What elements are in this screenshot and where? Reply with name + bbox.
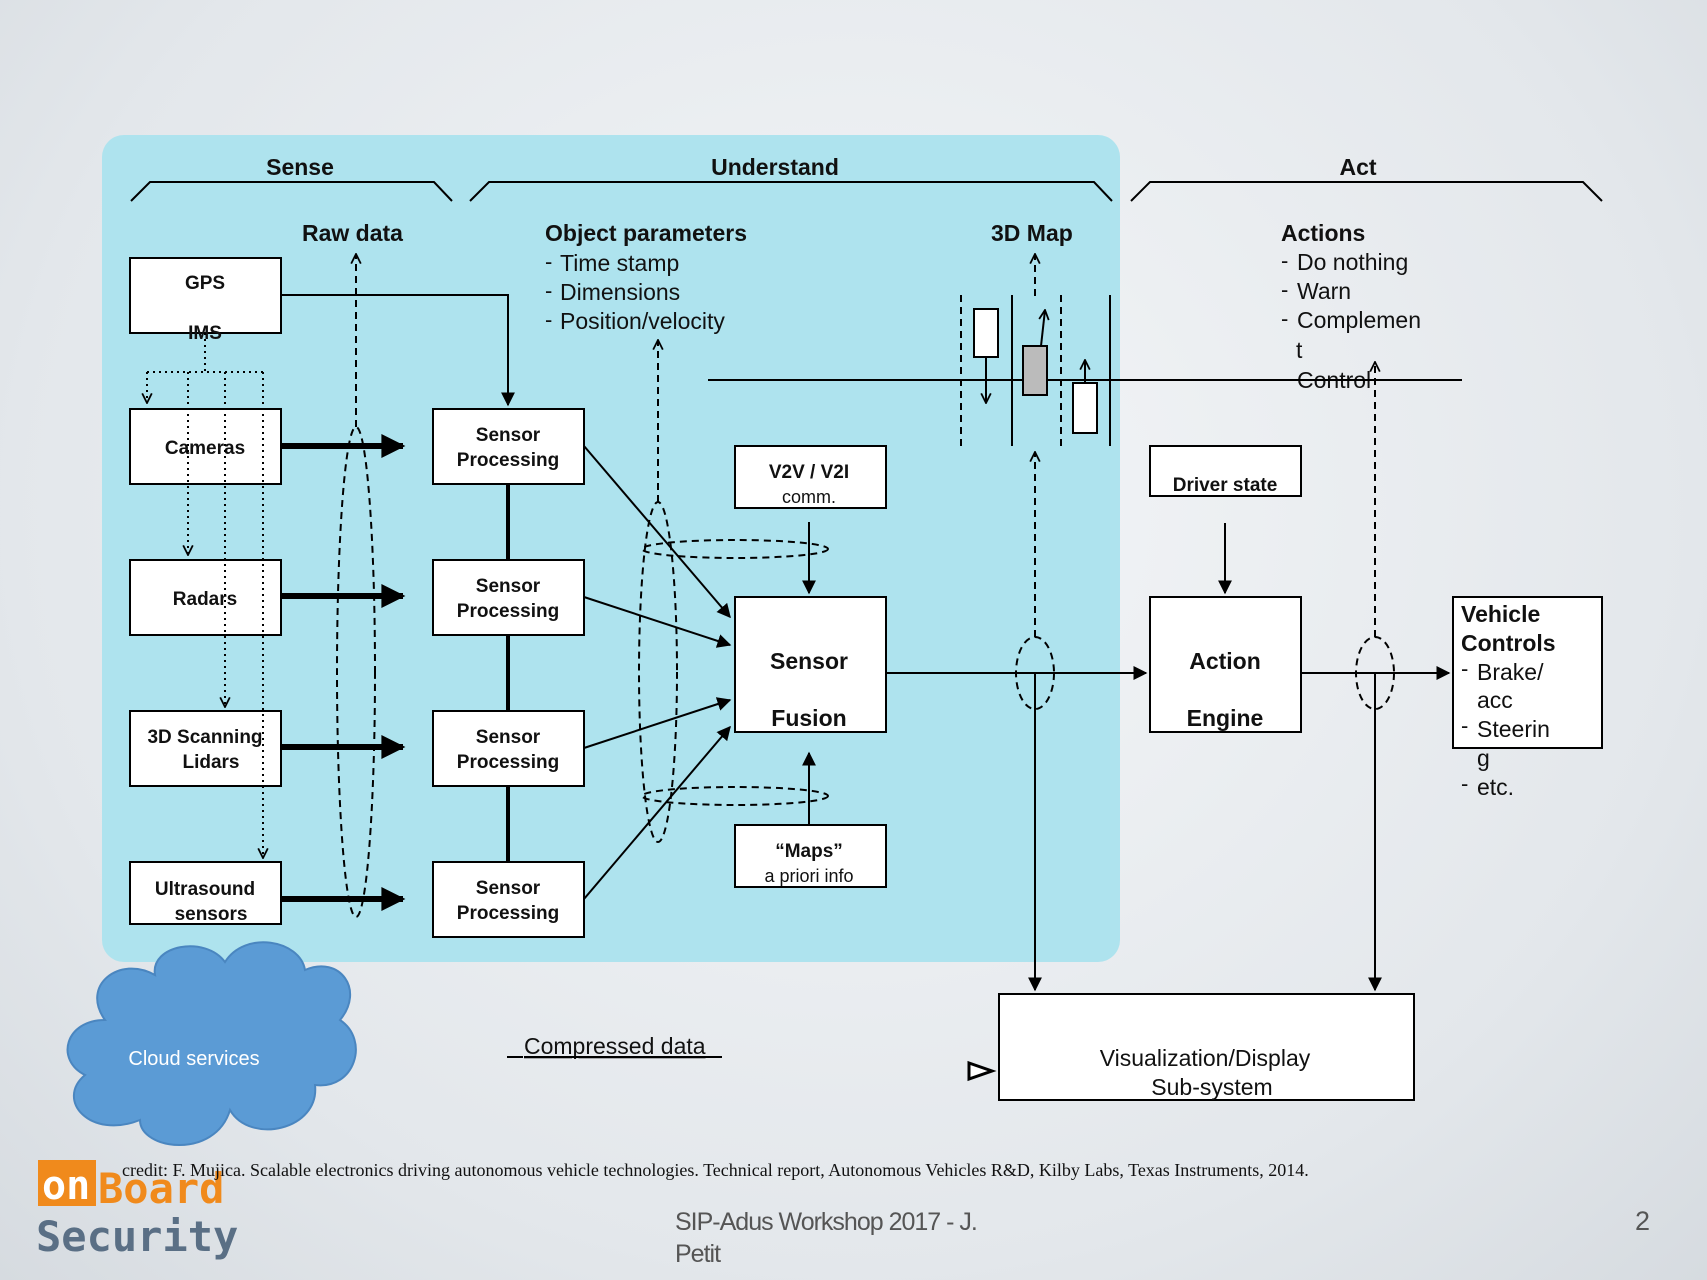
svg-text:t: t (1296, 337, 1303, 363)
svg-text:Fusion: Fusion (771, 705, 846, 731)
svg-text:Lidars: Lidars (182, 752, 239, 773)
svg-text:-: - (1281, 366, 1288, 391)
actions-title: Actions (1281, 220, 1365, 246)
svg-text:-: - (545, 278, 552, 303)
object-params-tap (638, 340, 829, 843)
svg-text:Controls: Controls (1461, 630, 1556, 656)
sensor-processing-1: Sensor Processing (432, 408, 585, 485)
svg-text:Radars: Radars (173, 589, 237, 610)
svg-text:-: - (1281, 306, 1288, 331)
svg-text:Dimensions: Dimensions (560, 279, 680, 305)
svg-text:Sensor: Sensor (476, 878, 541, 899)
visualization-box: Visualization/Display Sub-system (998, 993, 1415, 1101)
svg-text:Driver state: Driver state (1173, 475, 1278, 496)
svg-text:Time stamp: Time stamp (560, 250, 679, 276)
svg-text:GPS: GPS (185, 273, 225, 294)
svg-text:acc: acc (1477, 687, 1513, 713)
svg-text:Complemen: Complemen (1297, 307, 1421, 333)
svg-text:Processing: Processing (457, 450, 559, 471)
svg-text:Steerin: Steerin (1477, 716, 1550, 742)
visualization-input-arrowhead (967, 1060, 997, 1082)
svg-text:Ultrasound: Ultrasound (155, 879, 255, 900)
compressed-data-label: Compressed data (507, 1033, 722, 1059)
sensor-processing-2: Sensor Processing (432, 559, 585, 636)
v2v-box: V2V / V2I comm. (734, 445, 887, 509)
lidars-box: 3D Scanning Lidars (129, 710, 282, 787)
gps-ims-box: GPS IMS (129, 257, 282, 344)
svg-text:-: - (1461, 771, 1468, 796)
svg-text:“Maps”: “Maps” (775, 841, 843, 862)
phase-understand: Understand (711, 154, 839, 180)
sensor-processing-4: Sensor Processing (432, 861, 585, 938)
svg-text:Visualization/Display: Visualization/Display (1100, 1045, 1311, 1071)
sensor-to-processing-arrows (281, 434, 406, 911)
svg-text:-: - (1461, 713, 1468, 738)
footer-title: SIP-Adus Workshop 2017 - J. Petit (675, 1208, 978, 1268)
sensor-fusion-box: Sensor Fusion (734, 596, 887, 733)
raw-data-tap (336, 254, 376, 918)
svg-text:Compressed data: Compressed data (524, 1033, 706, 1059)
phase-brackets (130, 181, 1603, 202)
svg-text:Sensor: Sensor (476, 727, 541, 748)
object-parameters-title: Object parameters (545, 220, 747, 246)
sensor-processing-3: Sensor Processing (432, 710, 585, 787)
vehicle-controls-box: Vehicle Controls - Brake/ acc - Steerin … (1452, 596, 1603, 800)
phase-sense: Sense (266, 154, 334, 180)
cloud-services-label: Cloud services (128, 1048, 259, 1070)
svg-text:V2V / V2I: V2V / V2I (769, 462, 849, 483)
svg-text:Vehicle: Vehicle (1461, 601, 1540, 627)
object-parameters-list: - Time stamp - Dimensions - Position/vel… (545, 249, 725, 334)
raw-data-label: Raw data (302, 220, 403, 246)
svg-text:-: - (545, 249, 552, 274)
svg-text:Action: Action (1189, 648, 1261, 674)
map-3d-tap (1015, 254, 1055, 710)
svg-text:Sub-system: Sub-system (1151, 1074, 1272, 1100)
svg-text:-: - (545, 307, 552, 332)
svg-text:Engine: Engine (1187, 705, 1264, 731)
svg-text:Sensor: Sensor (476, 425, 541, 446)
driver-state-box: Driver state (1149, 445, 1302, 497)
svg-text:Sensor: Sensor (770, 648, 848, 674)
map-3d-illustration (708, 295, 1462, 446)
ultrasound-box: Ultrasound sensors (129, 861, 282, 925)
page-number: 2 (1635, 1206, 1651, 1236)
svg-text:g: g (1477, 745, 1490, 771)
credit-line: credit: F. Mujica. Scalable electronics … (122, 1160, 1309, 1180)
svg-text:Warn: Warn (1297, 278, 1351, 304)
onboard-security-logo: on Board Security (36, 1160, 238, 1261)
svg-text:-: - (1461, 656, 1468, 681)
svg-text:-: - (1281, 277, 1288, 302)
svg-text:Security: Security (36, 1212, 238, 1261)
svg-text:Sensor: Sensor (476, 576, 541, 597)
svg-text:Position/velocity: Position/velocity (560, 308, 725, 334)
radars-box: Radars (129, 559, 282, 636)
phase-act: Act (1339, 154, 1376, 180)
svg-text:Processing: Processing (457, 752, 559, 773)
svg-text:Processing: Processing (457, 903, 559, 924)
action-engine-box: Action Engine (1149, 596, 1302, 733)
cameras-box: Cameras (129, 408, 282, 485)
svg-text:etc.: etc. (1477, 774, 1514, 800)
svg-text:Processing: Processing (457, 601, 559, 622)
svg-text:Cameras: Cameras (165, 438, 245, 459)
maps-box: “Maps” a priori info (734, 824, 887, 888)
actions-tap (1355, 362, 1395, 710)
svg-text:on: on (42, 1163, 90, 1209)
processing-to-fusion-arrows (583, 445, 732, 900)
svg-text:a priori info: a priori info (764, 866, 853, 886)
svg-text:comm.: comm. (782, 487, 836, 507)
svg-text:Brake/: Brake/ (1477, 659, 1544, 685)
svg-text:Board: Board (98, 1164, 224, 1213)
actions-list: - Do nothing - Warn - Complemen t - Cont… (1281, 248, 1421, 393)
svg-text:3D Scanning: 3D Scanning (147, 727, 262, 748)
map-3d-label: 3D Map (991, 220, 1073, 246)
cloud-services-cloud: Cloud services (66, 941, 357, 1146)
gps-distribution-dotted (147, 333, 263, 858)
svg-text:sensors: sensors (175, 904, 248, 925)
svg-text:-: - (1281, 248, 1288, 273)
svg-text:Do nothing: Do nothing (1297, 249, 1408, 275)
